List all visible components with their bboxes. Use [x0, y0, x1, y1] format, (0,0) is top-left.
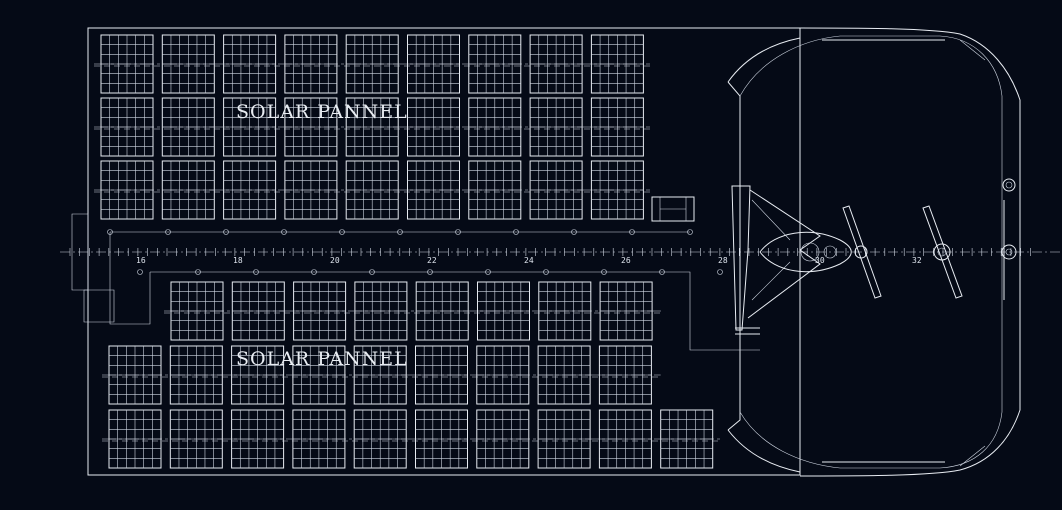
wire-node	[513, 229, 519, 235]
lower-solar-array	[102, 281, 722, 469]
bow-mechanism	[731, 185, 852, 335]
lower-array-label: SOLAR PANNEL	[236, 348, 408, 370]
solar-panel	[415, 281, 469, 341]
axis-tick-label: 32	[912, 256, 922, 265]
wire-node	[137, 269, 143, 275]
wire-node	[281, 229, 287, 235]
inverter-box	[651, 196, 695, 222]
wire-node	[659, 269, 665, 275]
wire-node	[687, 229, 693, 235]
wire-node	[311, 269, 317, 275]
wire-node	[223, 229, 229, 235]
axis-tick-label: 20	[330, 256, 340, 265]
conduit-runs	[107, 229, 760, 351]
wire-node	[571, 229, 577, 235]
hull-outline	[71, 27, 1021, 477]
axis-tick-label: 18	[233, 256, 243, 265]
wire-node	[339, 229, 345, 235]
axis-tick-label: 24	[524, 256, 534, 265]
wire-node	[717, 269, 723, 275]
wire-node	[253, 269, 259, 275]
centerline-axis	[60, 248, 1062, 256]
stern-fittings	[1001, 178, 1017, 300]
wire-node	[601, 269, 607, 275]
wire-node	[455, 229, 461, 235]
wire-node	[397, 229, 403, 235]
axis-tick-label: 22	[427, 256, 437, 265]
axis-tick-label: 26	[621, 256, 631, 265]
wire-node	[369, 269, 375, 275]
wire-node	[427, 269, 433, 275]
wire-node	[165, 229, 171, 235]
upper-solar-array	[94, 34, 650, 220]
wire-node	[107, 229, 113, 235]
wire-node	[543, 269, 549, 275]
axis-tick-label: 30	[815, 256, 825, 265]
axis-tick-label: 28	[718, 256, 728, 265]
wire-node	[485, 269, 491, 275]
wire-node	[629, 229, 635, 235]
axis-tick-label: 16	[136, 256, 146, 265]
axis-tick-labels: 16 18 20 22 24 26 28 30 32	[136, 256, 922, 265]
propeller-assembly	[842, 205, 963, 299]
upper-array-label: SOLAR PANNEL	[236, 101, 408, 123]
wire-node	[195, 269, 201, 275]
